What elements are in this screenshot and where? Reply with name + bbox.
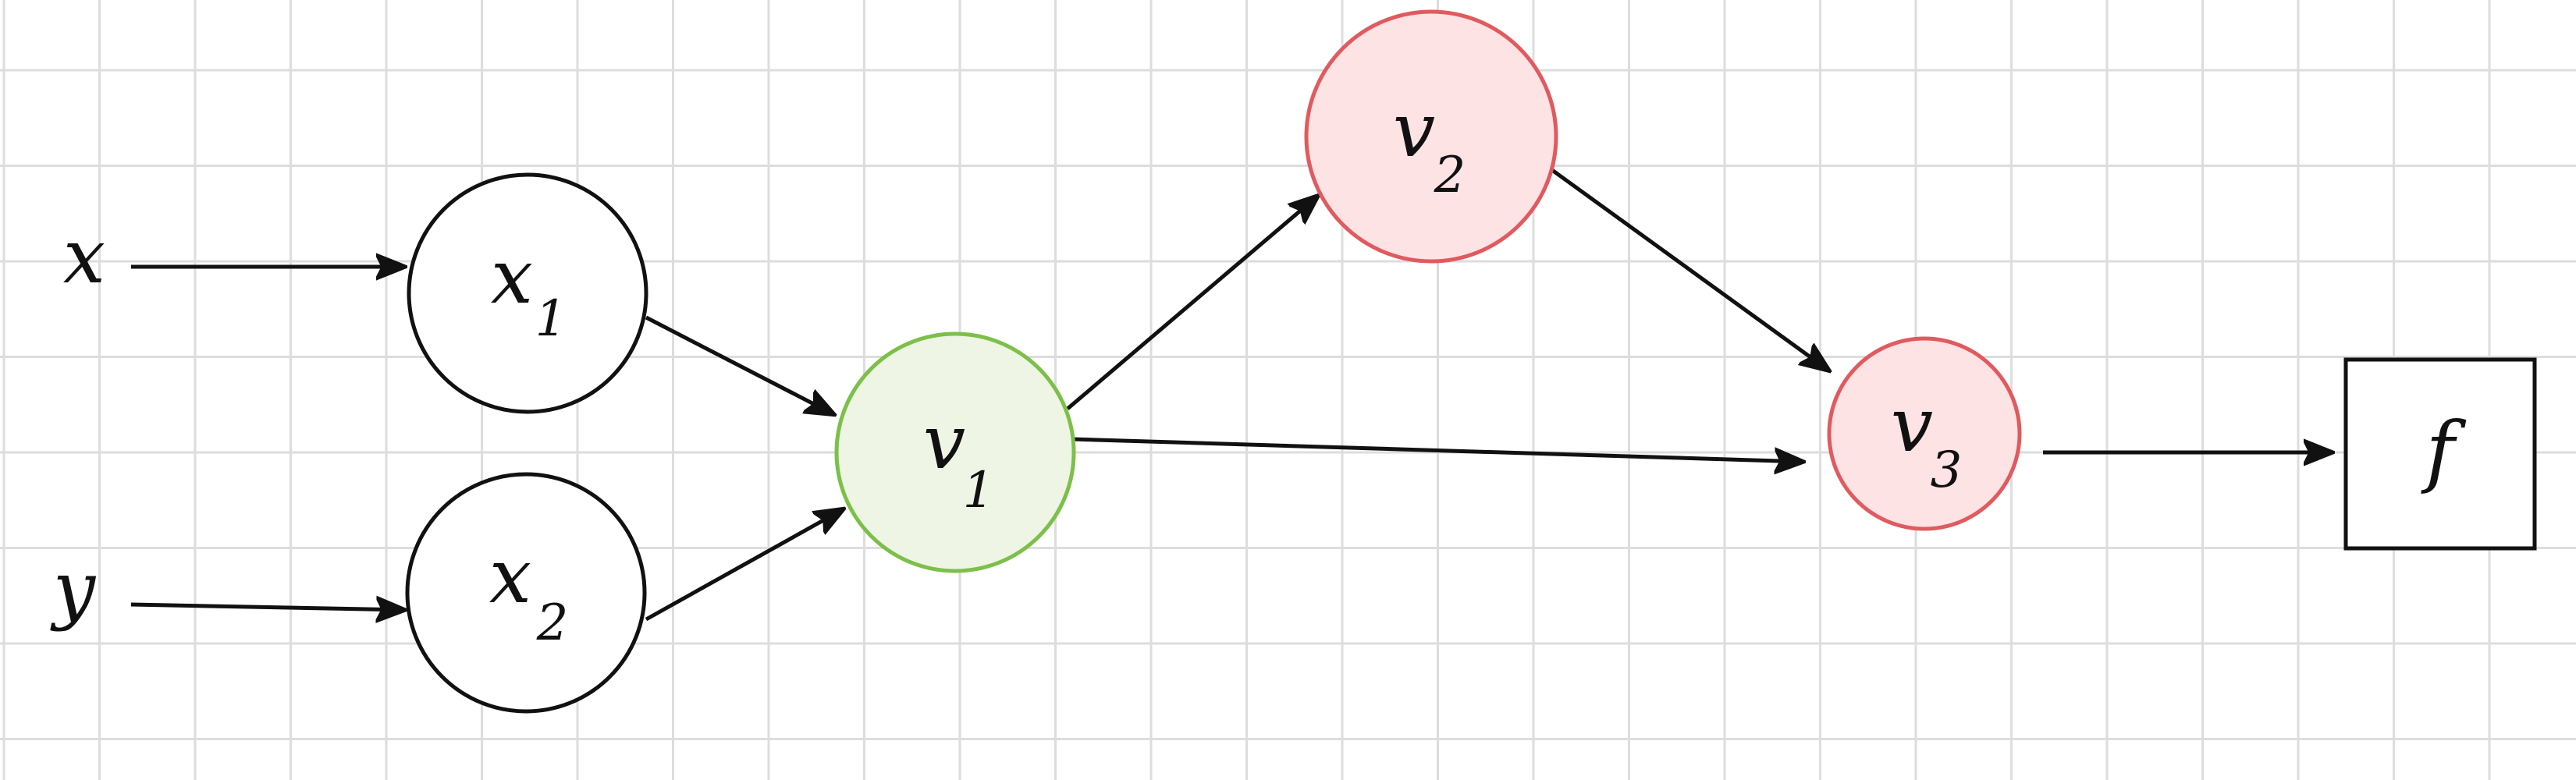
edge-y-to-x2 xyxy=(130,604,406,610)
node-v3: v 3 xyxy=(1827,336,2022,531)
node-x1-label: x xyxy=(491,233,533,321)
node-v3-subscript: 3 xyxy=(1931,441,1963,499)
node-x2: x 2 xyxy=(405,472,647,714)
node-x2-subscript: 2 xyxy=(536,594,569,652)
node-v1-subscript: 1 xyxy=(963,462,995,519)
node-x2-label: x xyxy=(489,533,531,620)
node-v2-subscript: 2 xyxy=(1434,147,1466,204)
node-v2-label: v xyxy=(1393,87,1435,174)
edge-x1-to-v1 xyxy=(645,315,835,415)
input-x-label: x xyxy=(63,213,105,300)
edge-v1-to-v3 xyxy=(1071,437,1804,462)
node-v3-label: v xyxy=(1891,381,1933,469)
edge-v2-to-v3 xyxy=(1545,164,1830,371)
edges xyxy=(130,164,2333,622)
edge-x2-to-v1 xyxy=(645,509,844,622)
edge-v1-to-v2 xyxy=(1066,195,1319,410)
node-v3-circle xyxy=(1827,336,2022,531)
node-v2: v 2 xyxy=(1304,9,1558,264)
node-v1: v 1 xyxy=(834,332,1076,573)
node-x1: x 1 xyxy=(407,172,648,414)
node-x1-subscript: 1 xyxy=(535,290,567,348)
input-y-label: y xyxy=(50,545,97,633)
node-v2-circle xyxy=(1304,9,1558,264)
output-f-box xyxy=(2343,357,2537,551)
node-x1-circle xyxy=(407,172,648,414)
node-v1-circle xyxy=(834,332,1076,573)
node-x2-circle xyxy=(405,472,647,714)
output-f: f xyxy=(2343,357,2537,551)
node-v1-label: v xyxy=(923,399,965,486)
